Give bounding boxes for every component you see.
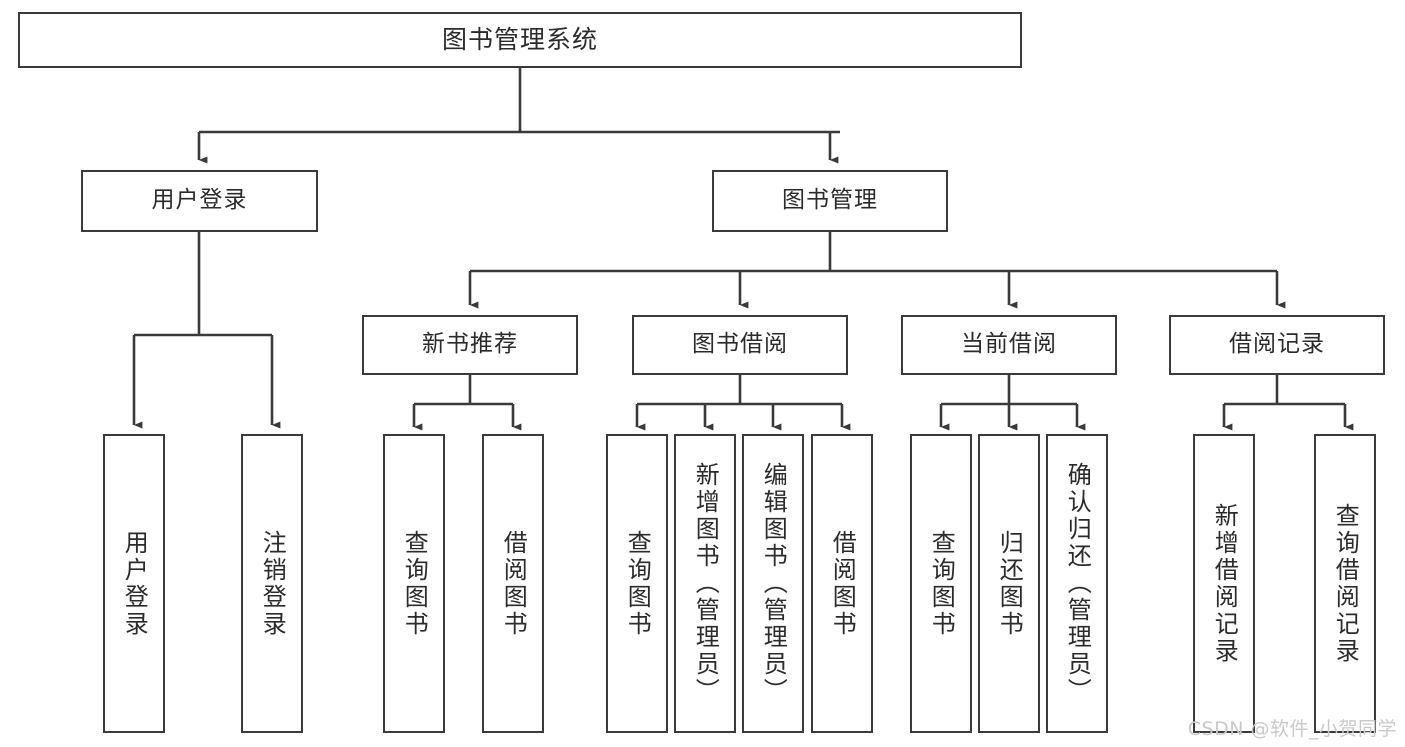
node-book-manage[interactable]: 图书管理 (712, 170, 948, 232)
leaf-user-login[interactable]: 用户登录 (103, 434, 165, 733)
leaf-query-record-label: 查询借阅记录 (1331, 502, 1360, 665)
leaf-return-book[interactable]: 归还图书 (978, 434, 1040, 733)
leaf-query-record[interactable]: 查询借阅记录 (1314, 434, 1376, 733)
leaf-edit-book[interactable]: 编辑图书（管理员） (742, 434, 804, 733)
leaf-borrow-book-2[interactable]: 借阅图书 (811, 434, 873, 733)
leaf-logout-login-label: 注销登录 (258, 529, 287, 638)
leaf-query-book-1-label: 查询图书 (400, 529, 429, 638)
leaf-borrow-book-1-label: 借阅图书 (499, 529, 528, 638)
node-root[interactable]: 图书管理系统 (18, 12, 1022, 68)
node-borrow-record[interactable]: 借阅记录 (1169, 315, 1385, 375)
leaf-borrow-book-1[interactable]: 借阅图书 (482, 434, 544, 733)
node-book-borrow-label: 图书借阅 (692, 331, 788, 358)
leaf-edit-book-label: 编辑图书（管理员） (759, 462, 788, 705)
node-current-borrow[interactable]: 当前借阅 (901, 315, 1117, 375)
node-current-borrow-label: 当前借阅 (961, 331, 1057, 358)
leaf-query-book-2-label: 查询图书 (623, 529, 652, 638)
leaf-confirm-return[interactable]: 确认归还（管理员） (1046, 434, 1108, 733)
node-user-login[interactable]: 用户登录 (81, 170, 318, 232)
leaf-query-book-3[interactable]: 查询图书 (910, 434, 972, 733)
leaf-add-record-label: 新增借阅记录 (1210, 502, 1239, 665)
node-book-borrow[interactable]: 图书借阅 (632, 315, 848, 375)
leaf-query-book-2[interactable]: 查询图书 (606, 434, 668, 733)
node-root-label: 图书管理系统 (441, 25, 598, 55)
node-new-book-recommend-label: 新书推荐 (422, 331, 518, 358)
leaf-confirm-return-label: 确认归还（管理员） (1063, 462, 1092, 705)
node-user-login-label: 用户登录 (151, 187, 248, 214)
leaf-add-book-label: 新增图书（管理员） (691, 462, 720, 705)
node-borrow-record-label: 借阅记录 (1229, 331, 1325, 358)
leaf-borrow-book-2-label: 借阅图书 (828, 529, 857, 638)
leaf-user-login-label: 用户登录 (120, 529, 149, 638)
leaf-add-book[interactable]: 新增图书（管理员） (674, 434, 736, 733)
leaf-query-book-3-label: 查询图书 (927, 529, 956, 638)
node-book-manage-label: 图书管理 (782, 187, 878, 214)
leaf-add-record[interactable]: 新增借阅记录 (1193, 434, 1255, 733)
leaf-query-book-1[interactable]: 查询图书 (383, 434, 445, 733)
leaf-return-book-label: 归还图书 (995, 529, 1024, 638)
leaf-logout-login[interactable]: 注销登录 (241, 434, 303, 733)
node-new-book-recommend[interactable]: 新书推荐 (362, 315, 578, 375)
